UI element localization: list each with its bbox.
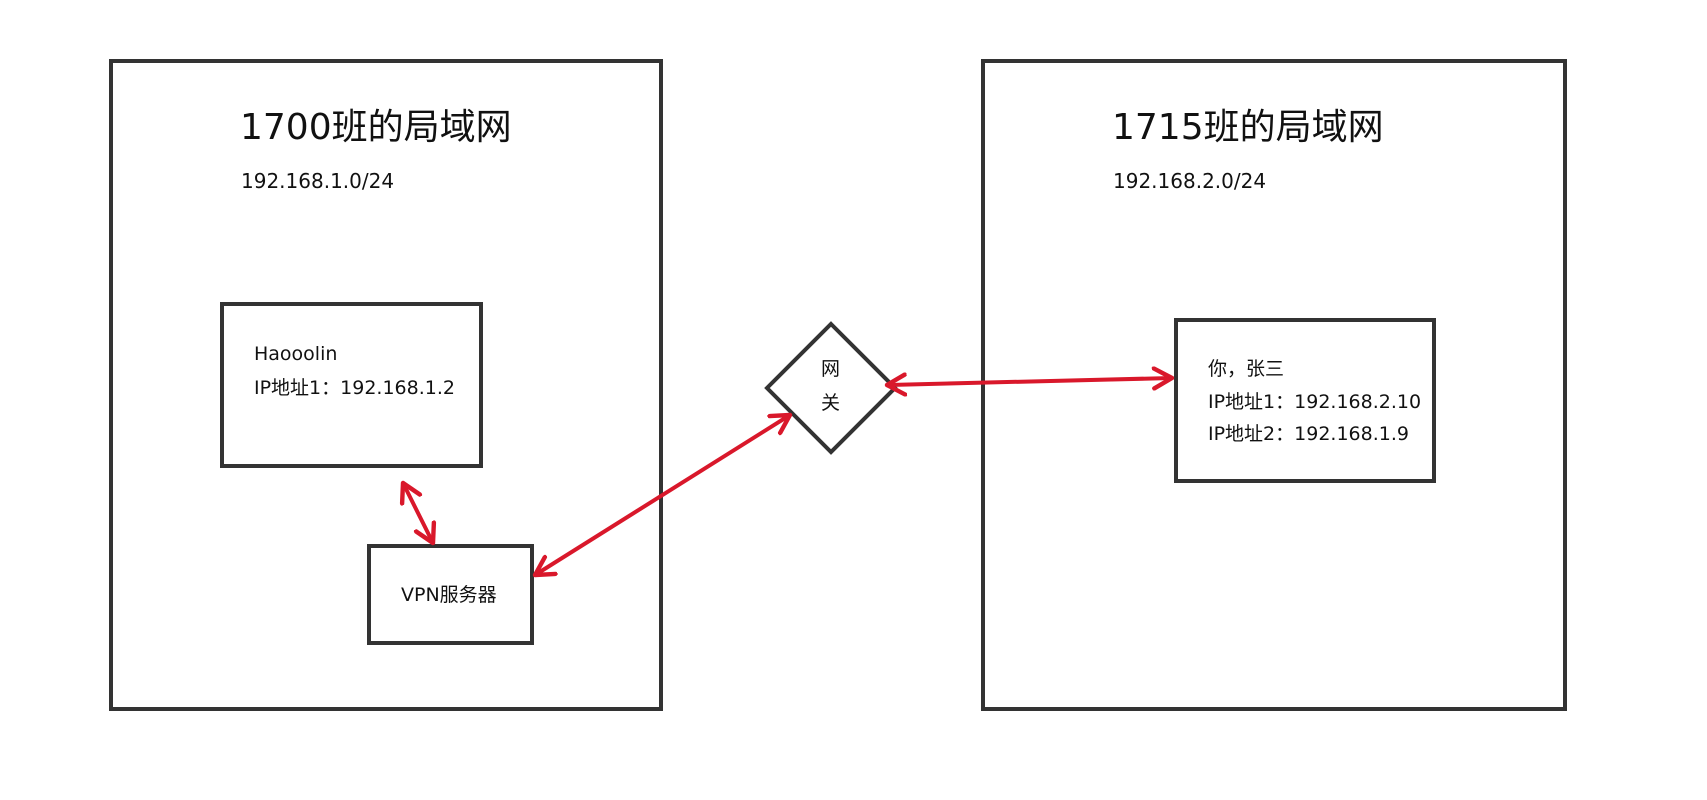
lan-left-box [109,59,663,711]
gateway-label-line1: 网 [821,358,841,380]
vpn-server-label: VPN服务器 [401,584,497,606]
arrow-gateway-host-right [887,378,1172,385]
host-right-name: 你，张三 [1208,358,1285,380]
host-right-box [1174,318,1436,483]
lan-left-subnet: 192.168.1.0/24 [241,169,395,193]
lan-left-title: 1700班的局域网 [240,107,512,148]
host-left-name: Haooolin [254,343,338,365]
host-right-ip2: IP地址2：192.168.1.9 [1208,423,1409,445]
vpn-server-box [367,544,534,645]
lan-right-subnet: 192.168.2.0/24 [1113,169,1267,193]
arrow-host-vpn [403,483,433,543]
gateway-diamond [764,321,898,455]
host-right-ip1: IP地址1：192.168.2.10 [1208,391,1422,413]
lan-right-title: 1715班的局域网 [1112,107,1384,148]
lan-right-box [981,59,1567,711]
host-left-ip1: IP地址1：192.168.1.2 [254,377,455,399]
host-left-box [220,302,483,468]
gateway-label-line2: 关 [821,392,841,414]
arrow-vpn-gateway [535,415,790,575]
